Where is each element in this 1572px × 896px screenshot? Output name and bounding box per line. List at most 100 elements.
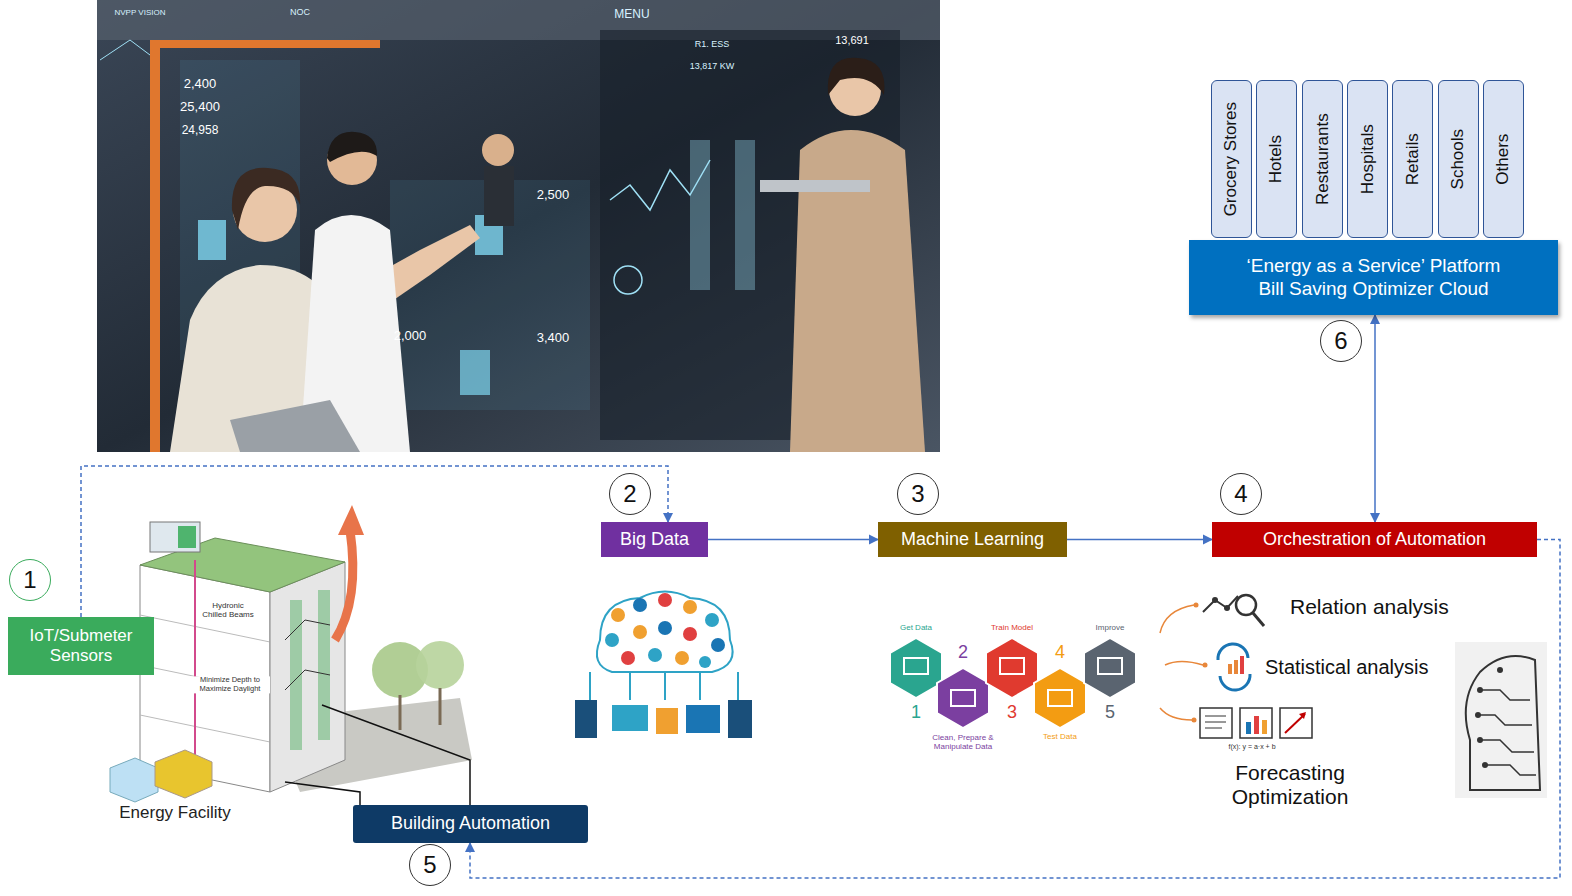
- analysis-icons: [1240, 656, 1244, 674]
- big-data-illustration: [683, 600, 697, 614]
- formula-label: f(x): y = a·x + b: [1228, 743, 1275, 751]
- building-illustration: [285, 670, 330, 690]
- process-box: Machine Learning: [878, 522, 1067, 557]
- control-room-photo: [828, 58, 885, 95]
- sector-box: Hospitals: [1347, 80, 1388, 238]
- building-illustration: [155, 750, 212, 798]
- control-room-photo: [790, 130, 925, 452]
- node-text: Retails: [1402, 133, 1422, 185]
- step-label: Get Data: [900, 623, 932, 632]
- sector-box: Hotels: [1256, 80, 1297, 238]
- sector-box: Others: [1483, 80, 1524, 238]
- step-label: Train Model: [991, 623, 1033, 632]
- building-illustration: [270, 562, 345, 792]
- analysis-icons: [1212, 597, 1218, 603]
- step-number: 3: [1007, 702, 1017, 723]
- node-text: Hospitals: [1357, 124, 1377, 194]
- screen-text: MENU: [614, 8, 649, 22]
- building-illustration: [338, 505, 364, 535]
- building-illustration: [150, 522, 200, 552]
- big-data-illustration: [648, 648, 662, 662]
- control-room-photo: [97, 0, 940, 452]
- building-illustration: [140, 715, 270, 742]
- big-data-illustration: [656, 708, 678, 734]
- node-text: Schools: [1448, 129, 1468, 189]
- big-data-illustration: [728, 700, 752, 738]
- big-data-illustration: [629, 672, 631, 700]
- screen-text: NOC: [290, 7, 310, 17]
- circuit-brain: [1466, 656, 1540, 790]
- node-text: Big Data: [620, 529, 689, 551]
- big-data-illustration: [658, 593, 672, 607]
- screen-text: R1. ESS: [695, 39, 730, 49]
- circuit-brain: [1475, 712, 1481, 718]
- analysis-icons: [1203, 596, 1238, 612]
- circuit-brain: [1482, 762, 1488, 768]
- analysis-icons: [1203, 663, 1208, 668]
- analysis-icons: [1205, 722, 1226, 723]
- step-label: Test Data: [1043, 732, 1077, 741]
- circuit-brain: [1455, 642, 1547, 798]
- ml-steps-hexagons: [1000, 658, 1024, 674]
- connector-arrow: [1067, 539, 1212, 541]
- building-illustration: [335, 530, 353, 640]
- analysis-label: Statistical analysis: [1265, 656, 1428, 679]
- big-data-illustration: [611, 608, 625, 622]
- step-number: 1: [911, 702, 921, 723]
- ml-steps-hexagons: [890, 638, 1136, 728]
- screen-text: 25,400: [180, 100, 220, 115]
- control-room-photo: [97, 0, 940, 452]
- connector-arrow: [1374, 315, 1376, 522]
- analysis-label: Forecasting Optimization: [1215, 761, 1365, 809]
- big-data-illustration: [612, 705, 648, 731]
- control-room-photo: [484, 166, 514, 226]
- big-data-illustration: [575, 700, 597, 738]
- analysis-icons: [1205, 716, 1226, 717]
- analysis-icons: [1160, 708, 1192, 720]
- circuit-brain: [1480, 690, 1530, 700]
- callout-number: 5: [409, 844, 451, 886]
- big-data-illustration: [699, 656, 711, 668]
- analysis-icons: [1234, 660, 1238, 674]
- big-data-illustration: [575, 592, 752, 739]
- node-text: Restaurants: [1312, 113, 1332, 205]
- screen-text: NVPP VISION: [115, 8, 166, 17]
- circuit-brain: [1455, 642, 1547, 798]
- analysis-icons: [1192, 718, 1197, 723]
- control-room-photo: [230, 400, 360, 452]
- connector-arrow: [708, 539, 878, 541]
- ml-steps-hexagons: [986, 638, 1038, 698]
- sector-box: Schools: [1438, 80, 1479, 238]
- platform-box: ‘Energy as a Service’ Platform Bill Savi…: [1189, 240, 1558, 315]
- control-room-photo: [690, 140, 710, 290]
- node-text: Grocery Stores: [1221, 102, 1241, 216]
- ml-steps-hexagons: [904, 658, 928, 674]
- step-number: 4: [1055, 642, 1065, 663]
- big-data-illustration: [633, 625, 647, 639]
- building-illustration: [285, 782, 360, 805]
- ml-steps-hexagons: [890, 638, 942, 698]
- big-data-illustration: [686, 705, 720, 733]
- analysis-icons: [1224, 605, 1230, 611]
- big-data-illustration: [605, 633, 619, 647]
- analysis-icons: [1280, 708, 1312, 738]
- big-data-illustration: [737, 672, 739, 700]
- ml-steps-hexagons: [1098, 658, 1122, 674]
- process-box: Orchestration of Automation: [1212, 522, 1537, 557]
- analysis-icons: [1246, 722, 1251, 734]
- analysis-icons: [1194, 603, 1199, 608]
- big-data-illustration: [664, 672, 666, 700]
- control-room-photo: [100, 40, 150, 60]
- sector-box: Restaurants: [1302, 80, 1343, 238]
- big-data-illustration: [675, 651, 689, 665]
- analysis-icons: [1262, 720, 1267, 734]
- part-label: Energy Facility: [119, 803, 230, 823]
- automation-box: Building Automation: [353, 805, 588, 843]
- screen-text: 13,691: [835, 34, 869, 47]
- control-room-photo: [460, 350, 490, 395]
- analysis-icons: [1200, 708, 1232, 738]
- callout-number: 4: [1220, 473, 1262, 515]
- analysis-icons: [1228, 664, 1232, 674]
- analysis-icons: [1240, 708, 1272, 738]
- screen-text: 13,817 KW: [690, 61, 735, 71]
